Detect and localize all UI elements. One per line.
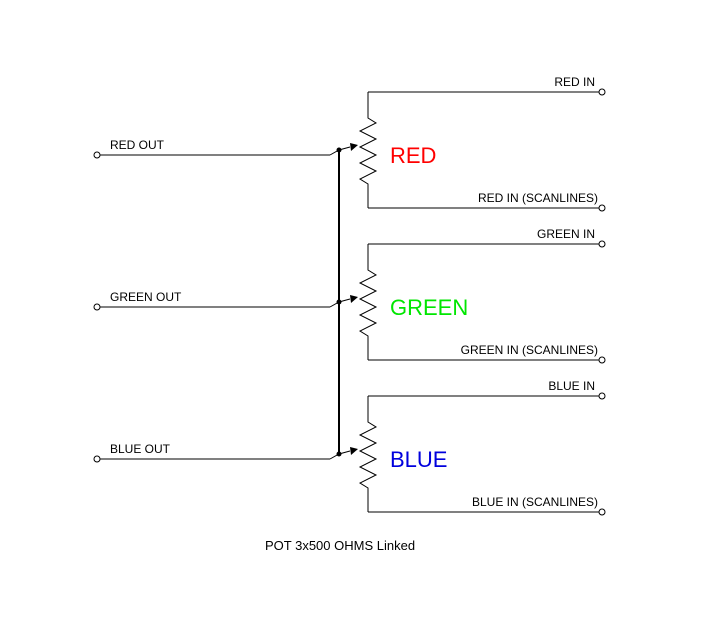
green-in-scan-terminal xyxy=(598,356,606,364)
channel-blue: BLUE OUT BLUE IN BLUE IN (SCANLINES) BLU… xyxy=(93,379,606,516)
blue-in-scan-terminal xyxy=(598,508,606,516)
green-in-label: GREEN IN xyxy=(537,227,595,241)
green-junction-dot xyxy=(336,299,342,305)
green-in-scan-label: GREEN IN (SCANLINES) xyxy=(461,343,598,357)
green-out-label: GREEN OUT xyxy=(110,290,182,304)
blue-channel-name: BLUE xyxy=(390,447,447,472)
diagram-caption: POT 3x500 OHMS Linked xyxy=(265,538,415,553)
blue-in-label: BLUE IN xyxy=(548,379,595,393)
red-in-scan-label: RED IN (SCANLINES) xyxy=(478,191,598,205)
green-channel-name: GREEN xyxy=(390,295,468,320)
green-resistor xyxy=(358,244,378,360)
green-wiper-arrow xyxy=(350,295,358,303)
red-out-label: RED OUT xyxy=(110,138,165,152)
blue-in-scan-label: BLUE IN (SCANLINES) xyxy=(472,495,598,509)
blue-wiper-arrow xyxy=(350,447,358,455)
red-in-label: RED IN xyxy=(554,75,595,89)
blue-resistor xyxy=(358,396,378,512)
green-in-terminal xyxy=(598,240,606,248)
blue-out-terminal xyxy=(93,455,101,463)
green-out-terminal xyxy=(93,303,101,311)
red-resistor xyxy=(358,92,378,208)
blue-out-label: BLUE OUT xyxy=(110,442,171,456)
red-channel-name: RED xyxy=(390,143,436,168)
red-junction-dot xyxy=(336,147,342,153)
channel-red: RED OUT RED IN RED IN (SCANLINES) RED xyxy=(93,75,606,212)
blue-in-terminal xyxy=(598,392,606,400)
red-out-terminal xyxy=(93,151,101,159)
red-wiper-arrow xyxy=(350,143,358,151)
channel-green: GREEN OUT GREEN IN GREEN IN (SCANLINES) … xyxy=(93,227,606,364)
red-in-scan-terminal xyxy=(598,204,606,212)
red-in-terminal xyxy=(598,88,606,96)
blue-junction-dot xyxy=(336,451,342,457)
